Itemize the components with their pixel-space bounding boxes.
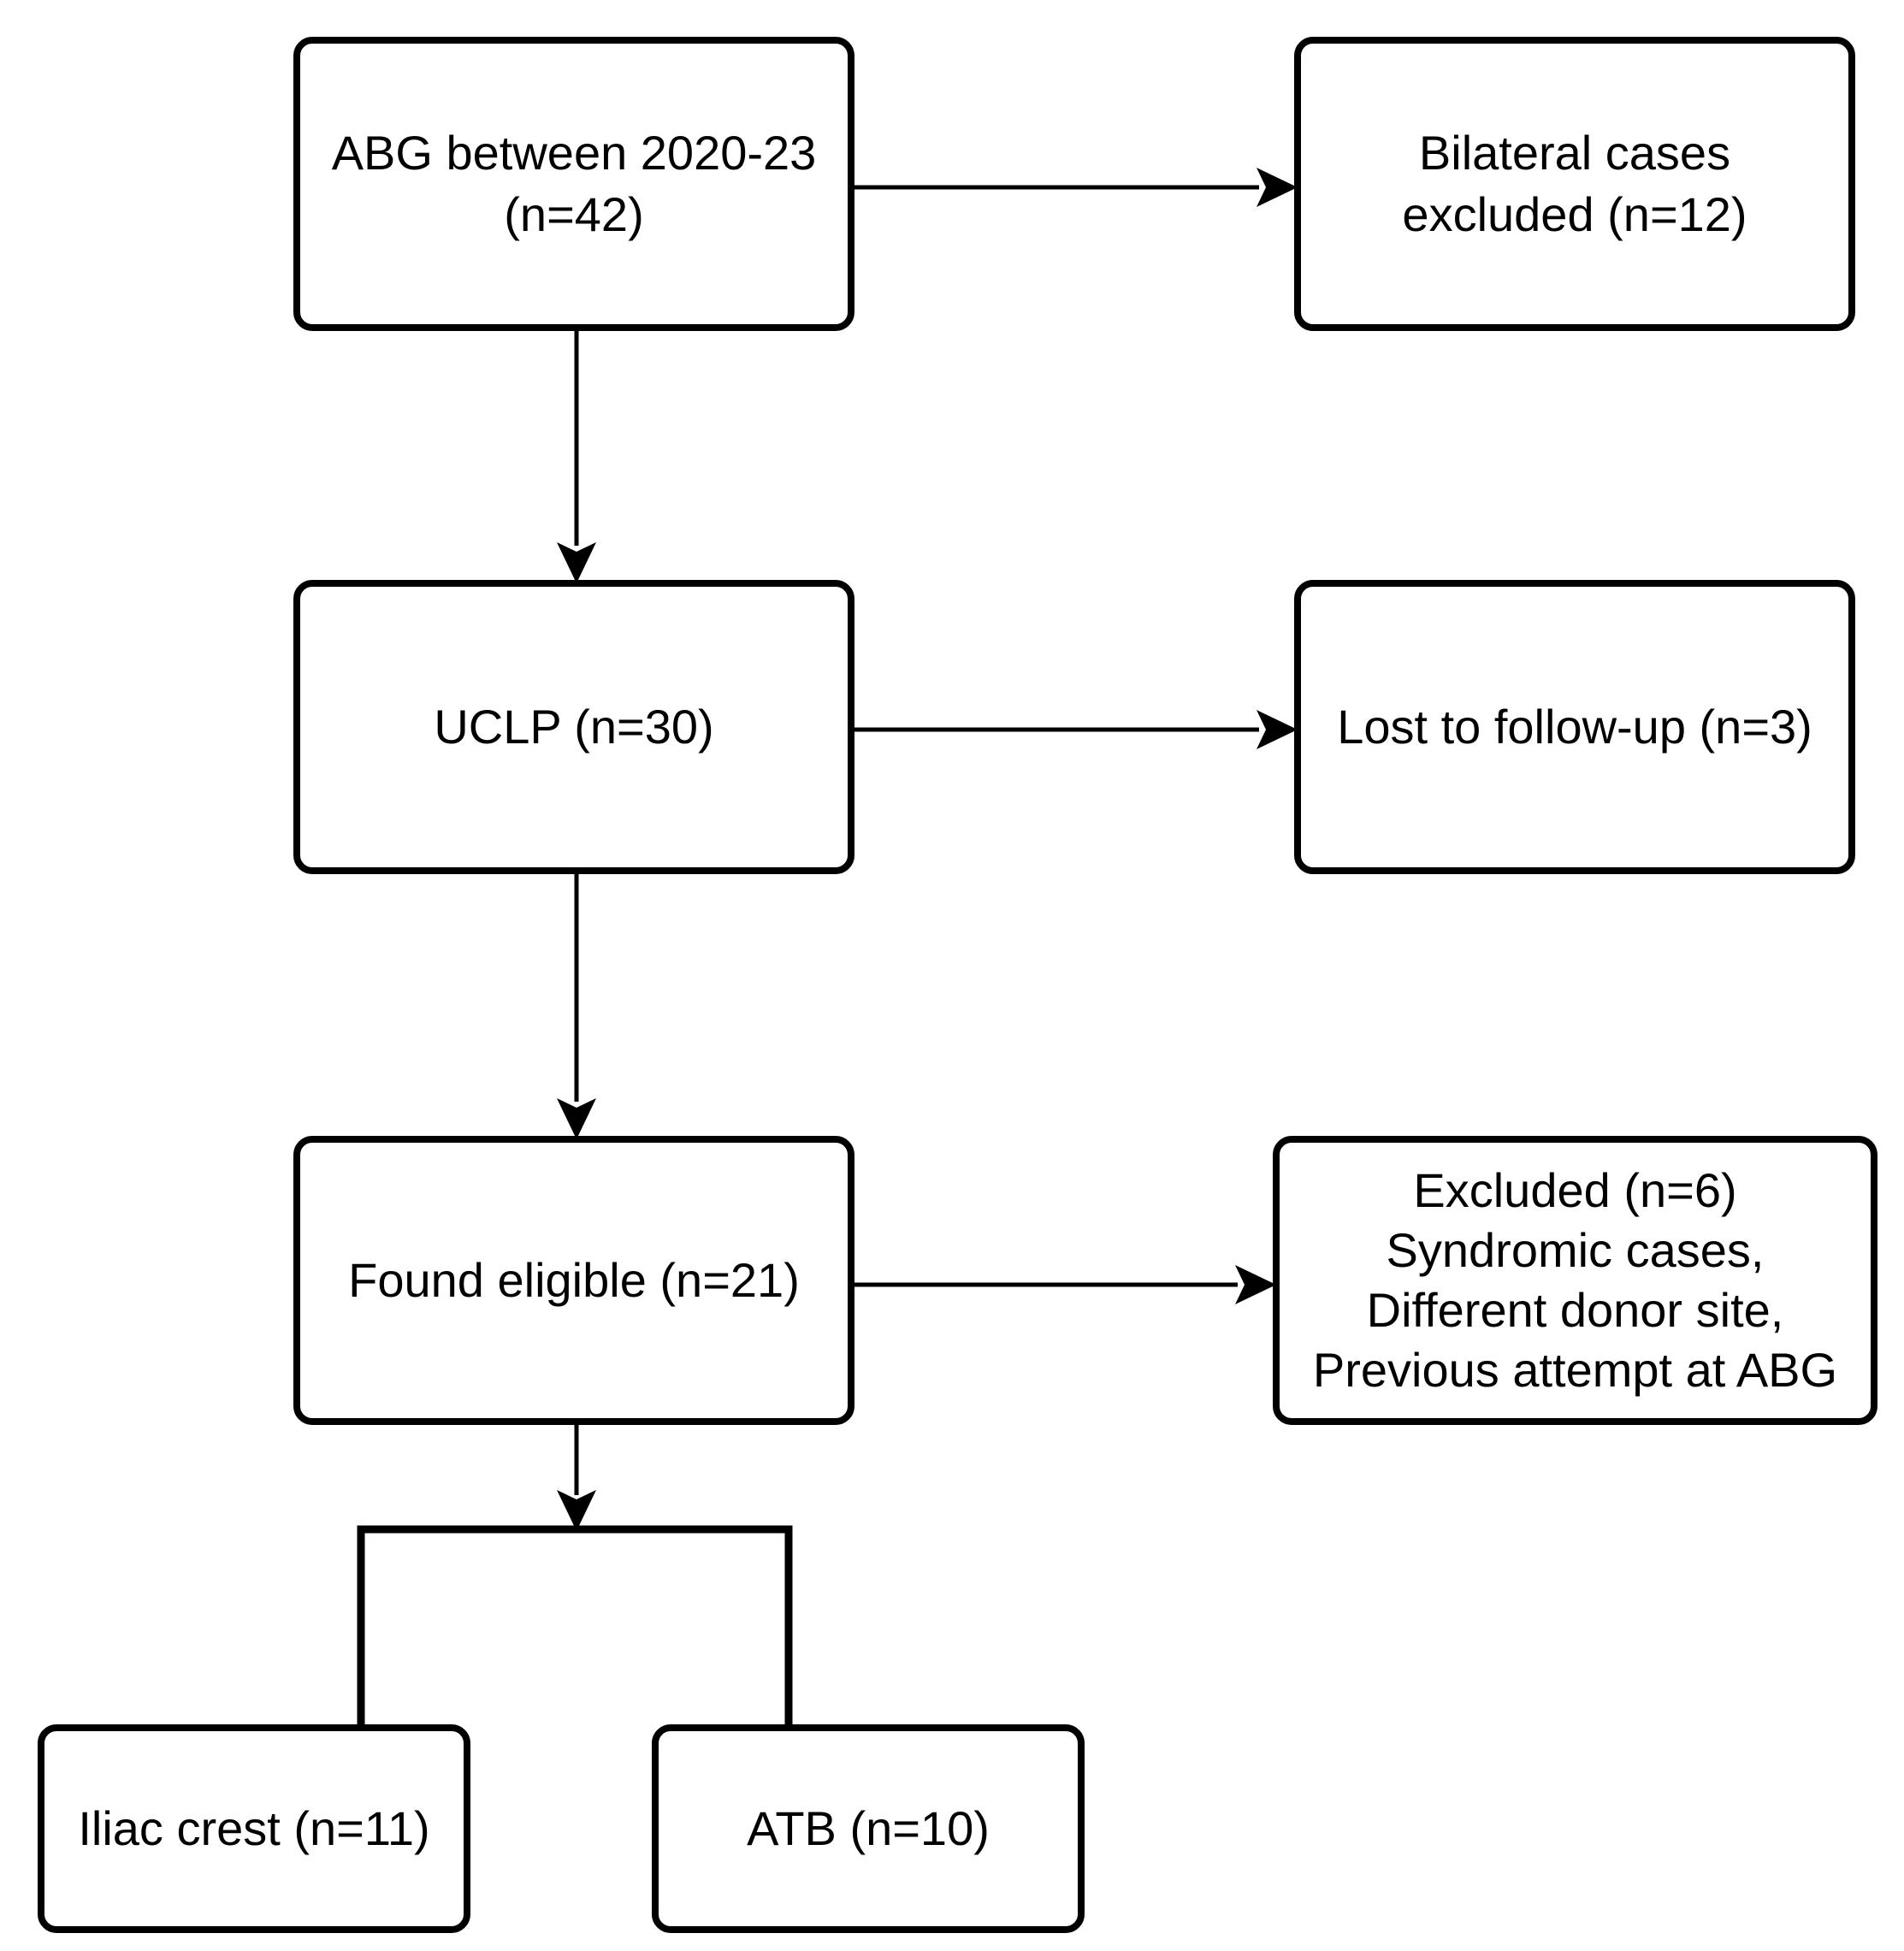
node-uclp: UCLP (n=30) <box>293 580 854 874</box>
node-atb: ATB (n=10) <box>652 1724 1085 1933</box>
arrowhead-to-split <box>557 1490 596 1531</box>
node-excluded: Excluded (n=6) Syndromic cases, Differen… <box>1273 1136 1877 1425</box>
node-abg-between-2020-23: ABG between 2020-23 (n=42) <box>293 37 854 331</box>
node-found-eligible: Found eligible (n=21) <box>293 1136 854 1425</box>
node-iliac-crest: Iliac crest (n=11) <box>38 1724 470 1933</box>
arrowhead-to-excluded <box>1235 1265 1276 1304</box>
node-label: UCLP (n=30) <box>434 700 714 754</box>
arrowhead-to-eligible <box>557 1098 596 1139</box>
arrowhead-to-uclp <box>557 542 596 583</box>
node-label: Iliac crest (n=11) <box>78 1801 430 1855</box>
node-label: ABG between 2020-23 (n=42) <box>331 126 817 241</box>
node-bilateral-excluded: Bilateral cases excluded (n=12) <box>1294 37 1855 331</box>
split-bracket <box>357 1525 793 1724</box>
node-label: Bilateral cases excluded (n=12) <box>1402 126 1747 241</box>
node-label: Lost to follow-up (n=3) <box>1337 700 1812 754</box>
node-label: Excluded (n=6) Syndromic cases, Differen… <box>1312 1163 1838 1397</box>
arrowhead-to-lost <box>1257 710 1298 749</box>
node-label: ATB (n=10) <box>747 1801 990 1855</box>
node-lost-to-follow-up: Lost to follow-up (n=3) <box>1294 580 1855 874</box>
arrowhead-to-bilateral <box>1257 168 1298 207</box>
node-label: Found eligible (n=21) <box>348 1253 800 1307</box>
